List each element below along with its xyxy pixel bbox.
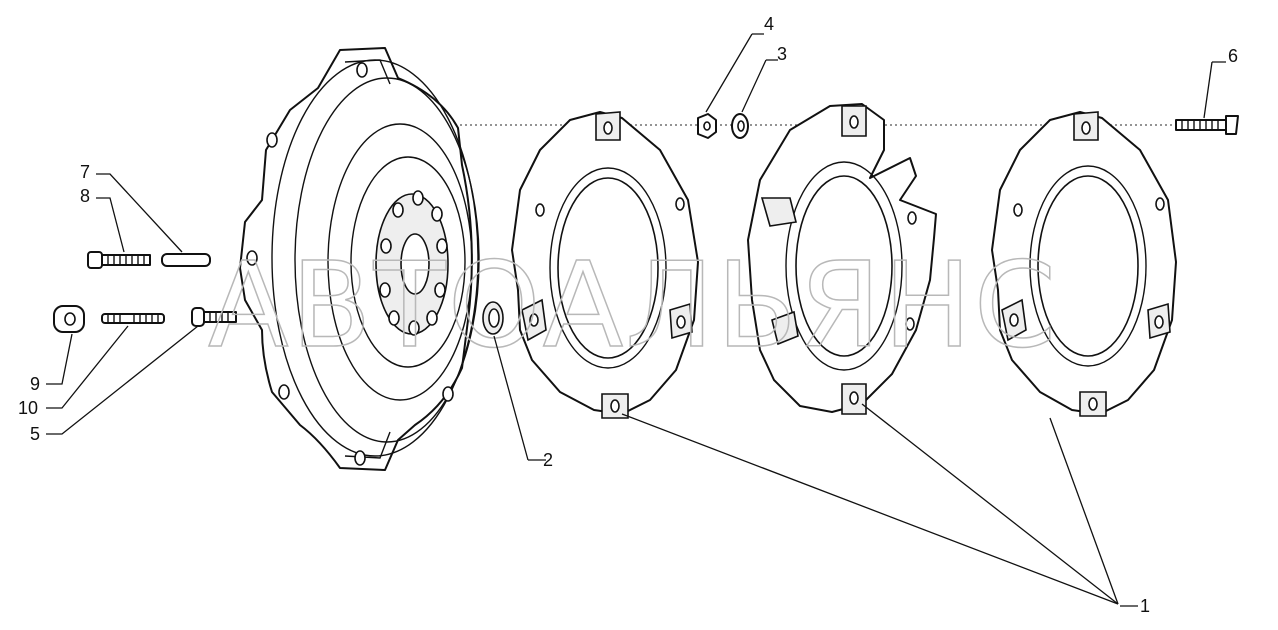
bolt-5 bbox=[191, 307, 237, 327]
flywheel-cover bbox=[239, 47, 480, 471]
callout-6: 6 bbox=[1228, 46, 1238, 66]
pin-7 bbox=[161, 253, 211, 267]
callout-9: 9 bbox=[30, 374, 40, 394]
watermark: АВТОАЛЬЯНС bbox=[208, 236, 1058, 374]
callout-5: 5 bbox=[30, 424, 40, 444]
nut-4 bbox=[697, 113, 717, 139]
flywheel-bolt-holes bbox=[246, 62, 454, 466]
spacer-2 bbox=[482, 301, 504, 335]
clutch-plate-a bbox=[511, 111, 699, 419]
sleeve-9 bbox=[53, 305, 85, 333]
stud-10 bbox=[101, 313, 165, 324]
clutch-plate-b bbox=[747, 103, 937, 415]
callout-2: 2 bbox=[543, 450, 553, 470]
callout-3: 3 bbox=[777, 44, 787, 64]
callout-1: 1 bbox=[1140, 596, 1150, 616]
leader-lines bbox=[46, 33, 1226, 607]
bolt-8 bbox=[87, 251, 151, 269]
callout-4: 4 bbox=[764, 14, 774, 34]
callout-10: 10 bbox=[18, 398, 38, 418]
callout-8: 8 bbox=[80, 186, 90, 206]
bolt-6 bbox=[1175, 115, 1239, 135]
washer-3 bbox=[731, 113, 749, 139]
callout-7: 7 bbox=[80, 162, 90, 182]
clutch-plate-c bbox=[991, 111, 1177, 417]
